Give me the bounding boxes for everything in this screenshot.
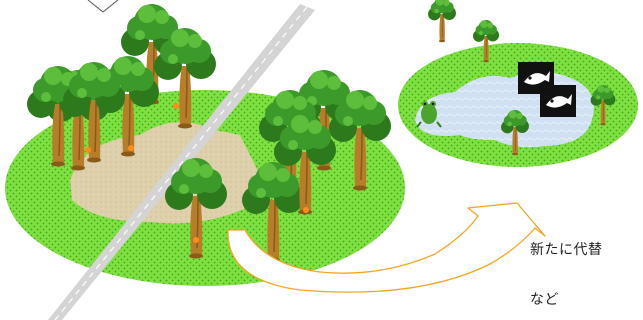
caption-replacement: 新たに代替 <box>530 239 603 259</box>
diamond-outline-icon <box>88 0 118 12</box>
fish-icon <box>540 85 576 117</box>
right-habitat <box>398 0 638 167</box>
tree-icon <box>428 0 456 42</box>
caption-etc: など <box>530 289 559 309</box>
